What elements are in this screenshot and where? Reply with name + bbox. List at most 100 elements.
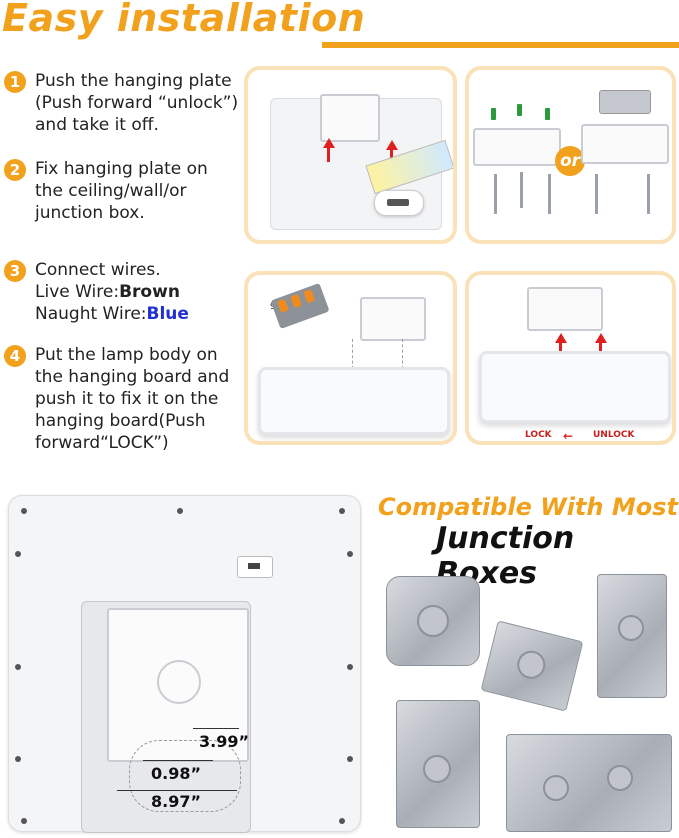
- step-line: the ceiling/wall/or: [35, 181, 187, 201]
- screw-icon: [595, 174, 598, 214]
- junction-boxes-heading: Junction Boxes: [436, 521, 575, 591]
- knockout: [423, 755, 451, 783]
- step-number-badge: 1: [4, 71, 26, 93]
- step-3: 3 Connect wires. Live Wire:Brown Naught …: [4, 259, 189, 325]
- mount-hole: [177, 508, 183, 514]
- live-wire-line: Live Wire:Brown: [35, 281, 189, 303]
- up-arrow-stem: [559, 343, 562, 355]
- mount-hole: [347, 756, 353, 762]
- step-number-badge: 3: [4, 260, 26, 282]
- panel-lock-lamp: LOCK ← UNLOCK: [465, 271, 676, 445]
- step-line: junction box.: [35, 203, 145, 223]
- lock-label: LOCK: [525, 430, 552, 440]
- up-arrow-icon: [323, 138, 335, 148]
- mount-hole: [347, 551, 353, 557]
- alignment-guide: [402, 339, 403, 369]
- dimension-line: [117, 790, 237, 791]
- naught-wire-line: Naught Wire:Blue: [35, 303, 189, 325]
- hanging-plate: [527, 287, 603, 331]
- step-line: Push the hanging plate: [35, 71, 232, 91]
- naught-wire-value: Blue: [146, 304, 189, 324]
- left-arrow-icon: ←: [563, 429, 574, 443]
- center-hole: [157, 660, 201, 704]
- page-title: Easy installation: [2, 0, 366, 40]
- hanging-plate: [581, 124, 669, 164]
- hanging-plate: [320, 94, 380, 142]
- step-3-text: Connect wires. Live Wire:Brown Naught Wi…: [35, 259, 189, 325]
- live-wire-label: Live Wire:: [35, 282, 120, 302]
- screw-icon: [647, 174, 650, 214]
- hanging-plate: [107, 608, 249, 762]
- mount-hole: [339, 508, 345, 514]
- square-box-icon: [480, 620, 584, 712]
- step-line: Connect wires.: [35, 260, 161, 280]
- dimension-line: [143, 760, 213, 761]
- lamp-back-view: 3.99” 0.98” 8.97”: [8, 495, 361, 833]
- step-line: (Push forward “unlock”): [35, 93, 239, 113]
- hanging-plate: [473, 128, 561, 166]
- wire-connector-icon: [270, 283, 330, 329]
- step-line: hanging board(Push: [35, 411, 206, 431]
- handy-box-icon: [597, 574, 667, 698]
- octagon-box-icon: [386, 576, 480, 666]
- rectangular-box-icon: [396, 700, 480, 828]
- mount-hole: [15, 551, 21, 557]
- mount-hole: [15, 664, 21, 670]
- lamp-body: [479, 351, 671, 423]
- panel-fix-plate: or: [465, 66, 676, 244]
- live-wire-value: Brown: [119, 282, 180, 302]
- knockout: [607, 765, 633, 791]
- knockout: [514, 647, 549, 682]
- slide-switch-icon: [387, 199, 409, 206]
- step-line: the hanging board and: [35, 367, 230, 387]
- step-line: Fix hanging plate on: [35, 159, 208, 179]
- step-4-text: Put the lamp body on the hanging board a…: [35, 344, 229, 454]
- step-1: 1 Push the hanging plate (Push forward “…: [4, 70, 238, 136]
- dimension-3-99: 3.99”: [199, 732, 249, 751]
- cct-switch: [237, 556, 273, 578]
- screw-icon: [494, 174, 497, 214]
- step-2: 2 Fix hanging plate on the ceiling/wall/…: [4, 158, 208, 224]
- step-2-text: Fix hanging plate on the ceiling/wall/or…: [35, 158, 208, 224]
- knockout: [543, 775, 569, 801]
- junction-box-icon: [599, 90, 651, 114]
- alignment-guide: [352, 339, 353, 369]
- device-box-icon: [506, 734, 672, 832]
- slide-switch-icon: [248, 563, 260, 569]
- title-underline: [322, 42, 679, 48]
- up-arrow-stem: [599, 343, 602, 355]
- dimension-0-98: 0.98”: [151, 764, 201, 783]
- up-arrow-icon: [386, 140, 398, 150]
- lamp-body: [258, 367, 450, 435]
- screw-icon: [520, 172, 523, 208]
- step-line: forward“LOCK”): [35, 433, 169, 453]
- step-line: push it to fix it on the: [35, 389, 219, 409]
- naught-wire-label: Naught Wire:: [35, 304, 147, 324]
- junction-box-outline: [129, 740, 241, 812]
- step-4: 4 Put the lamp body on the hanging board…: [4, 344, 229, 454]
- switch-zoom-icon: [374, 190, 424, 216]
- mount-hole: [21, 508, 27, 514]
- step-line: and take it off.: [35, 115, 159, 135]
- mount-hole: [339, 818, 345, 824]
- step-1-text: Push the hanging plate (Push forward “un…: [35, 70, 238, 136]
- hanging-plate: [360, 297, 426, 341]
- wall-anchor-icon: [491, 108, 496, 120]
- mount-hole: [15, 756, 21, 762]
- up-arrow-stem: [327, 148, 330, 162]
- unlock-label: UNLOCK: [593, 430, 635, 440]
- knockout: [618, 615, 644, 641]
- dimension-line: [193, 728, 239, 729]
- wall-anchor-icon: [545, 108, 550, 120]
- or-badge: or: [555, 146, 585, 176]
- up-arrow-icon: [595, 333, 607, 343]
- compatible-heading: Compatible With Most: [378, 493, 678, 521]
- wall-anchor-icon: [517, 104, 522, 116]
- step-number-badge: 4: [4, 345, 26, 367]
- panel-connect-wires: 90°: [244, 271, 457, 445]
- panel-remove-plate: [244, 66, 457, 244]
- step-line: Put the lamp body on: [35, 345, 218, 365]
- step-number-badge: 2: [4, 159, 26, 181]
- dimension-8-97: 8.97”: [151, 792, 201, 811]
- up-arrow-icon: [555, 333, 567, 343]
